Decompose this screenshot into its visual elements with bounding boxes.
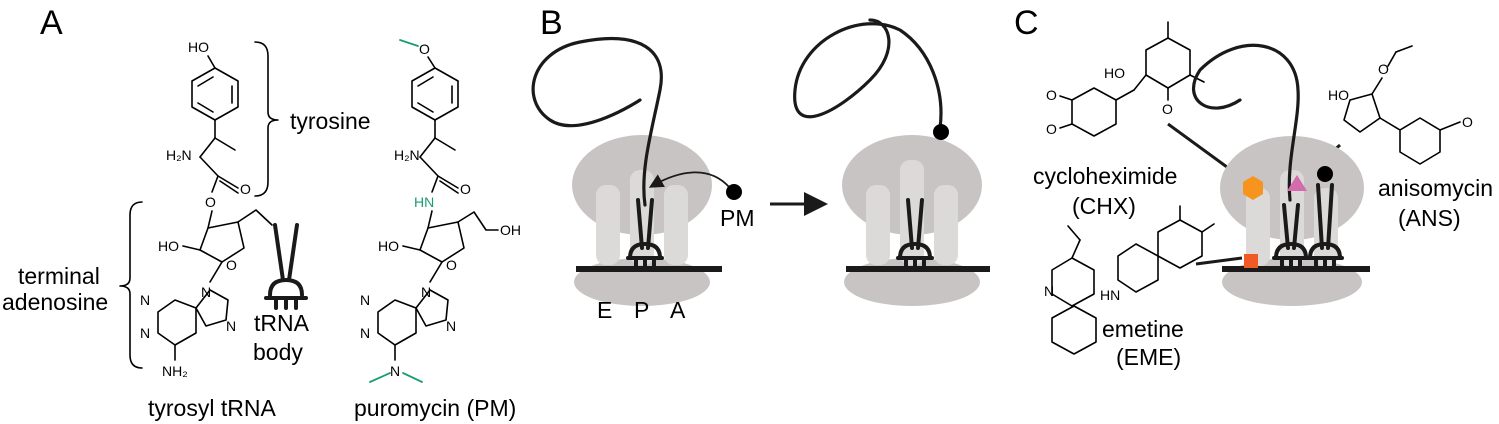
trna-p-site-2-icon <box>896 198 934 270</box>
ans-label-line1: anisomycin <box>1378 175 1493 201</box>
atom-n3-pm: N <box>360 292 370 308</box>
panel-b: B PM E P A <box>531 4 990 323</box>
atom-n9-pm: N <box>421 284 431 300</box>
trna-a-site-icon <box>1306 183 1344 270</box>
trna-label-line1: tRNA <box>254 310 310 336</box>
atom-n1: N <box>140 325 150 341</box>
atom-n7: N <box>226 318 236 334</box>
panel-b-letter: B <box>540 4 563 42</box>
tyrosyl-trna-caption: tyrosyl tRNA <box>148 395 276 421</box>
panel-a-letter: A <box>40 4 63 42</box>
atom-o-carbonyl: O <box>240 181 251 197</box>
atom-hn-eme: HN <box>1100 287 1120 303</box>
atom-ho-ribose: HO <box>158 238 179 254</box>
atom-o-amide: O <box>460 181 471 197</box>
atom-n-eme: N <box>1044 283 1054 299</box>
atom-o-methoxy: O <box>419 41 430 57</box>
tyrosyl-trna-structure: HO H₂N O O HO O <box>140 39 273 379</box>
pm-dot-released-icon <box>933 124 949 140</box>
nascent-peptide-c <box>1192 43 1300 202</box>
tyrosine-label: tyrosine <box>290 108 371 134</box>
ans-label-line2: (ANS) <box>1398 205 1461 231</box>
atom-h2n-pm: H₂N <box>394 147 420 163</box>
emetine-structure: HN N <box>1044 205 1215 355</box>
atom-oh-pm: OH <box>500 222 521 238</box>
puromycin-caption: puromycin (PM) <box>354 395 516 421</box>
orange-hexagon-icon <box>1243 176 1263 200</box>
atom-h2n: H₂N <box>166 147 192 163</box>
atom-hn-amide: HN <box>414 194 434 210</box>
puromycin-structure: O H₂N O HN HO O OH N N <box>360 39 521 383</box>
terminal-adenosine-bracket <box>119 201 143 369</box>
atom-o-ring-pm: O <box>446 257 457 273</box>
trna-body-icon <box>264 223 308 310</box>
atom-ho: HO <box>188 39 209 55</box>
atom-o-ester: O <box>205 194 216 210</box>
atom-o-chx-ketone: O <box>1162 101 1173 117</box>
atom-o-ans: O <box>1378 61 1389 77</box>
pm-dot-icon <box>726 184 742 200</box>
atom-o-ring: O <box>226 257 237 273</box>
atom-nh2: NH₂ <box>162 363 188 379</box>
terminal-label-line1: terminal <box>18 263 100 289</box>
atom-ho-ans: HO <box>1328 87 1349 103</box>
ribosome-after <box>793 18 990 306</box>
pm-entry-arrow <box>648 171 731 189</box>
ribosome-before: PM E P A <box>531 37 755 323</box>
chx-label-line2: (CHX) <box>1072 193 1136 219</box>
panel-a: A HO H₂N O O <box>2 4 521 421</box>
anisomycin-structure: HO O O <box>1328 45 1473 165</box>
atom-n3: N <box>140 292 150 308</box>
released-peptide <box>793 18 943 130</box>
pm-dot-a-site-icon <box>1317 166 1333 182</box>
ribosome-inhibited <box>1192 43 1370 306</box>
cycloheximide-structure: O O HO O <box>1046 21 1205 137</box>
atom-n-dimethyl: N <box>390 363 400 379</box>
trna-p-site-3-icon <box>1272 203 1310 270</box>
atom-o-chx-1: O <box>1046 87 1057 103</box>
panel-c: C O O HO O cycloheximide (CHX) HO O <box>1014 4 1493 370</box>
nascent-peptide <box>531 37 663 207</box>
eme-label-line2: (EME) <box>1116 344 1181 370</box>
atom-n9: N <box>201 284 211 300</box>
site-e-label: E <box>597 297 612 323</box>
panel-c-letter: C <box>1014 4 1039 42</box>
chx-label-line1: cycloheximide <box>1033 163 1177 189</box>
trna-label-line2: body <box>253 339 303 365</box>
pm-label: PM <box>720 205 755 231</box>
site-a-label: A <box>670 297 686 323</box>
atom-o-methoxy-ans: O <box>1462 114 1473 130</box>
atom-ho-chx: HO <box>1104 65 1125 81</box>
atom-n7-pm: N <box>446 318 456 334</box>
pink-triangle-icon <box>1287 175 1307 191</box>
trna-p-site-icon <box>626 198 664 270</box>
terminal-label-line2: adenosine <box>2 289 108 315</box>
orange-square-icon <box>1244 254 1258 268</box>
site-p-label: P <box>634 297 649 323</box>
atom-o-chx-2: O <box>1046 121 1057 137</box>
atom-n1-pm: N <box>360 325 370 341</box>
eme-pointer-line <box>1195 256 1243 266</box>
eme-label-line1: emetine <box>1102 316 1184 342</box>
tyrosine-bracket <box>254 41 279 197</box>
atom-ho-pm: HO <box>378 238 399 254</box>
